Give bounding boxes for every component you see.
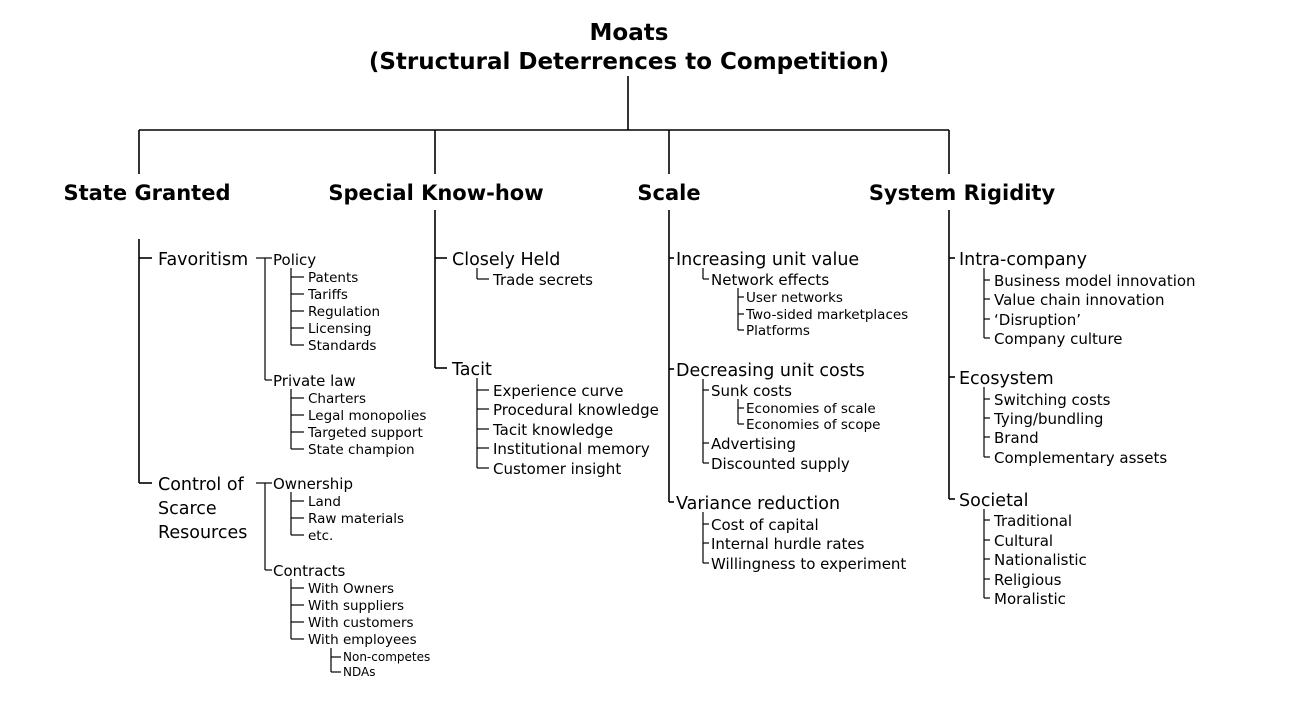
- private-law-item: Legal monopolies: [308, 408, 426, 424]
- policy-item: Standards: [308, 338, 376, 354]
- policy-item: Tariffs: [307, 287, 348, 303]
- policy-item: Patents: [308, 270, 358, 286]
- ecosystem-item: Complementary assets: [994, 449, 1167, 467]
- tacit-item: Institutional memory: [493, 440, 650, 458]
- intra-item: Business model innovation: [994, 272, 1196, 290]
- control-line-1: Control of: [158, 475, 245, 495]
- policy-item: Licensing: [308, 321, 371, 337]
- ecosystem-item: Switching costs: [994, 391, 1111, 409]
- intra-item: ‘Disruption’: [994, 311, 1081, 329]
- intra-item: Value chain innovation: [994, 291, 1165, 309]
- favoritism-connectors: [256, 257, 304, 450]
- network-item: Two-sided marketplaces: [745, 307, 908, 323]
- network-item: Platforms: [746, 323, 810, 339]
- ownership-label: Ownership: [273, 475, 353, 493]
- private-law-item: State champion: [308, 442, 415, 458]
- control-line-2: Scarce: [158, 499, 217, 519]
- tacit-item: Experience curve: [493, 382, 623, 400]
- ownership-item: etc.: [308, 528, 333, 544]
- tacit-item: Tacit knowledge: [492, 421, 613, 439]
- know-how-connectors: [476, 268, 489, 469]
- increasing-unit-value-label: Increasing unit value: [676, 250, 859, 270]
- societal-label: Societal: [959, 491, 1029, 511]
- control-line-3: Resources: [158, 523, 247, 543]
- societal-item: Cultural: [994, 532, 1053, 550]
- contracts-item: With suppliers: [308, 598, 404, 614]
- contracts-item: With employees: [308, 632, 417, 648]
- employees-item: NDAs: [343, 665, 375, 679]
- societal-item: Religious: [994, 571, 1062, 589]
- sunk-costs-label: Sunk costs: [711, 382, 792, 400]
- scale-connectors: [702, 268, 744, 564]
- state-granted-branch: [138, 239, 152, 484]
- tacit-item: Customer insight: [493, 460, 621, 478]
- contracts-label: Contracts: [273, 562, 346, 580]
- ecosystem-item: Tying/bundling: [993, 410, 1103, 428]
- network-effects-label: Network effects: [711, 271, 829, 289]
- diagram-title: Moats: [590, 20, 669, 46]
- network-item: User networks: [746, 290, 843, 306]
- category-system-rigidity: System Rigidity: [869, 181, 1056, 205]
- ecosystem-label: Ecosystem: [959, 369, 1054, 389]
- societal-item: Traditional: [993, 512, 1072, 530]
- control-connectors: [256, 482, 341, 673]
- category-special-know-how: Special Know-how: [328, 181, 543, 205]
- ecosystem-item: Brand: [994, 429, 1039, 447]
- scale-branch: [668, 210, 674, 503]
- favoritism-label: Favoritism: [158, 250, 248, 270]
- contracts-item: With Owners: [308, 581, 394, 597]
- tacit-label: Tacit: [451, 360, 492, 380]
- contracts-item: With customers: [308, 615, 414, 631]
- decreasing-unit-costs-label: Decreasing unit costs: [676, 361, 865, 381]
- discounted-supply-label: Discounted supply: [711, 455, 850, 473]
- rigidity-branch: [948, 210, 955, 500]
- sunk-item: Economies of scope: [746, 417, 880, 433]
- policy-item: Regulation: [308, 304, 380, 320]
- variance-reduction-label: Variance reduction: [676, 494, 840, 514]
- variance-item: Cost of capital: [711, 516, 819, 534]
- private-law-label: Private law: [273, 372, 356, 390]
- employees-item: Non-competes: [343, 650, 430, 664]
- private-law-item: Charters: [308, 391, 366, 407]
- policy-label: Policy: [273, 251, 316, 269]
- private-law-item: Targeted support: [307, 425, 423, 441]
- variance-item: Internal hurdle rates: [711, 535, 865, 553]
- tacit-item: Procedural knowledge: [493, 401, 659, 419]
- diagram-subtitle: (Structural Deterrences to Competition): [369, 49, 889, 75]
- intra-item: Company culture: [994, 330, 1123, 348]
- societal-item: Moralistic: [994, 590, 1066, 608]
- category-scale: Scale: [637, 181, 700, 205]
- ownership-item: Land: [308, 494, 341, 510]
- intra-company-label: Intra-company: [959, 250, 1087, 270]
- sunk-item: Economies of scale: [746, 401, 876, 417]
- closely-held-item: Trade secrets: [492, 271, 593, 289]
- societal-item: Nationalistic: [994, 551, 1087, 569]
- rigidity-connectors: [983, 268, 990, 599]
- category-state-granted: State Granted: [64, 181, 231, 205]
- ownership-item: Raw materials: [308, 511, 404, 527]
- variance-item: Willingness to experiment: [711, 555, 906, 573]
- advertising-label: Advertising: [711, 435, 796, 453]
- closely-held-label: Closely Held: [452, 250, 560, 270]
- top-connectors: [138, 76, 950, 174]
- know-how-branch: [434, 210, 447, 369]
